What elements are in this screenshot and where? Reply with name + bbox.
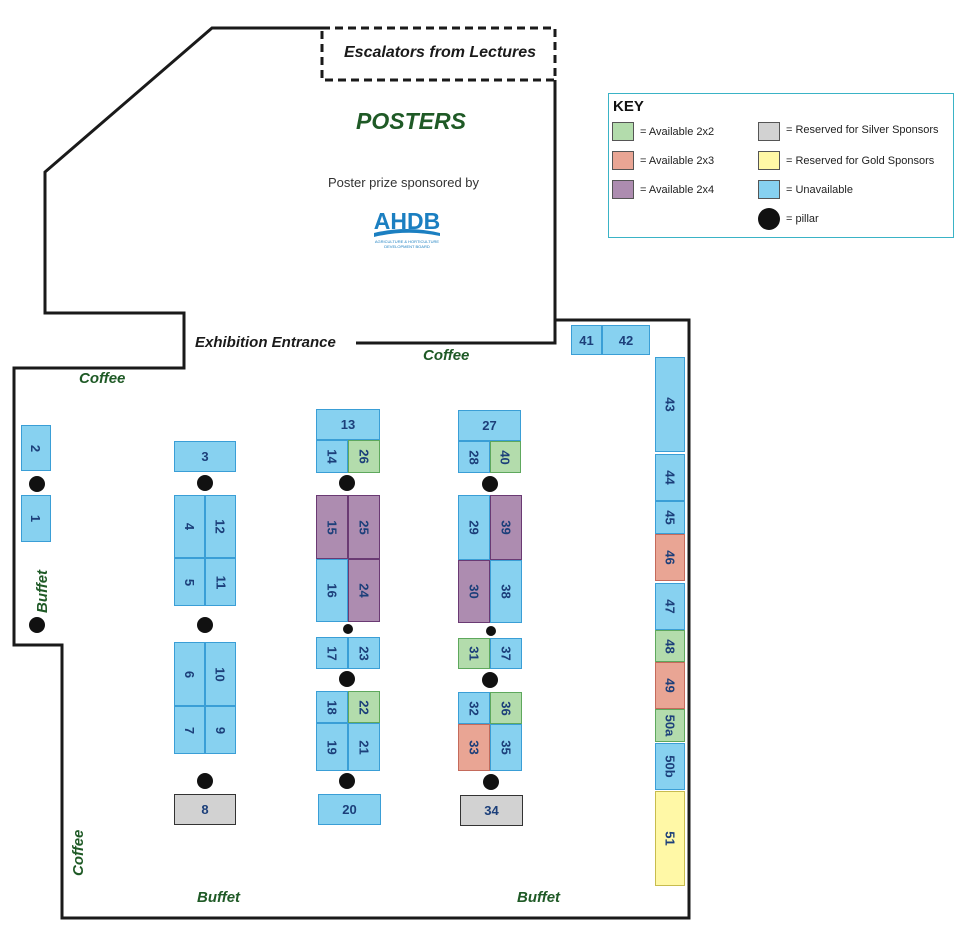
booth-12[interactable]: 12: [205, 495, 236, 558]
booth-19[interactable]: 19: [316, 723, 348, 771]
svg-text:AGRICULTURE & HORTICULTURE: AGRICULTURE & HORTICULTURE: [375, 239, 440, 244]
booth-44[interactable]: 44: [655, 454, 685, 501]
booth-20[interactable]: 20: [318, 794, 381, 825]
poster-room-wall: [356, 80, 557, 345]
booth-50a[interactable]: 50a: [655, 709, 685, 742]
booth-8[interactable]: 8: [174, 794, 236, 825]
booth-21[interactable]: 21: [348, 723, 380, 771]
booth-36[interactable]: 36: [490, 692, 522, 724]
key-swatch-available-2x2: [612, 122, 634, 141]
key-title: KEY: [613, 98, 644, 115]
booth-23[interactable]: 23: [348, 637, 380, 669]
key-label-silver: = Reserved for Silver Sponsors: [786, 124, 939, 136]
booth-15[interactable]: 15: [316, 495, 348, 559]
booth-37[interactable]: 37: [490, 638, 522, 669]
pillar: [482, 476, 498, 492]
booth-18[interactable]: 18: [316, 691, 348, 723]
booth-35[interactable]: 35: [490, 724, 522, 771]
booth-48[interactable]: 48: [655, 630, 685, 662]
booth-33[interactable]: 33: [458, 724, 490, 771]
key-swatch-unavailable: [758, 180, 780, 199]
booth-1[interactable]: 1: [21, 495, 51, 542]
booth-13[interactable]: 13: [316, 409, 380, 440]
booth-24[interactable]: 24: [348, 559, 380, 622]
pillar: [197, 773, 213, 789]
booth-17[interactable]: 17: [316, 637, 348, 669]
key-label-available-2x3: = Available 2x3: [640, 155, 715, 167]
pillar: [197, 475, 213, 491]
key-label-available-2x4: = Available 2x4: [640, 184, 715, 196]
booth-46[interactable]: 46: [655, 534, 685, 581]
booth-42[interactable]: 42: [602, 325, 650, 355]
booth-7[interactable]: 7: [174, 706, 205, 754]
booth-10[interactable]: 10: [205, 642, 236, 706]
booth-26[interactable]: 26: [348, 440, 380, 473]
booth-6[interactable]: 6: [174, 642, 205, 706]
svg-text:DEVELOPMENT BOARD: DEVELOPMENT BOARD: [384, 244, 430, 249]
pillar: [343, 624, 353, 634]
buffet-label-bottom-right: Buffet: [517, 889, 561, 906]
booth-16[interactable]: 16: [316, 559, 348, 622]
pillar: [339, 773, 355, 789]
key-swatch-gold: [758, 151, 780, 170]
booth-2[interactable]: 2: [21, 425, 51, 471]
pillar: [339, 671, 355, 687]
booth-29[interactable]: 29: [458, 495, 490, 560]
exhibition-entrance-label: Exhibition Entrance: [195, 334, 336, 351]
booth-27[interactable]: 27: [458, 410, 521, 441]
booth-14[interactable]: 14: [316, 440, 348, 473]
pillar: [197, 617, 213, 633]
booth-47[interactable]: 47: [655, 583, 685, 630]
booth-38[interactable]: 38: [490, 560, 522, 623]
coffee-label-top-mid: Coffee: [423, 347, 470, 364]
buffet-label-left: Buffet: [34, 569, 51, 613]
booth-25[interactable]: 25: [348, 495, 380, 559]
coffee-label-top-left: Coffee: [79, 370, 126, 387]
escalators-label: Escalators from Lectures: [344, 44, 537, 61]
booth-50b[interactable]: 50b: [655, 743, 685, 790]
booth-49[interactable]: 49: [655, 662, 685, 709]
booth-30[interactable]: 30: [458, 560, 490, 623]
pillar: [29, 617, 45, 633]
booth-43[interactable]: 43: [655, 357, 685, 452]
key-swatch-available-2x4: [612, 180, 634, 199]
posters-title: POSTERS: [356, 108, 466, 134]
booth-41[interactable]: 41: [571, 325, 602, 355]
booth-28[interactable]: 28: [458, 441, 490, 473]
booth-9[interactable]: 9: [205, 706, 236, 754]
ahdb-logo: AHDB AGRICULTURE & HORTICULTURE DEVELOPM…: [370, 205, 444, 251]
booth-31[interactable]: 31: [458, 638, 490, 669]
escalator-zone: [320, 26, 557, 82]
pillar: [483, 774, 499, 790]
sponsor-text: Poster prize sponsored by: [328, 175, 480, 190]
key-pillar-icon: [758, 208, 780, 230]
booth-32[interactable]: 32: [458, 692, 490, 724]
booth-39[interactable]: 39: [490, 495, 522, 560]
coffee-label-left-bottom: Coffee: [70, 829, 87, 876]
pillar: [29, 476, 45, 492]
booth-5[interactable]: 5: [174, 558, 205, 606]
pillar: [339, 475, 355, 491]
pillar: [482, 672, 498, 688]
booth-34[interactable]: 34: [460, 795, 523, 826]
key-swatch-available-2x3: [612, 151, 634, 170]
booth-3[interactable]: 3: [174, 441, 236, 472]
booth-4[interactable]: 4: [174, 495, 205, 558]
key-label-pillar: = pillar: [786, 213, 819, 225]
booth-40[interactable]: 40: [490, 441, 521, 473]
key-swatch-silver: [758, 122, 780, 141]
pillar: [486, 626, 496, 636]
key-label-available-2x2: = Available 2x2: [640, 126, 715, 138]
buffet-label-bottom-left: Buffet: [197, 889, 241, 906]
key-label-gold: = Reserved for Gold Sponsors: [786, 155, 935, 167]
booth-51[interactable]: 51: [655, 791, 685, 886]
booth-22[interactable]: 22: [348, 691, 380, 723]
key-label-unavailable: = Unavailable: [786, 184, 853, 196]
booth-45[interactable]: 45: [655, 501, 685, 534]
booth-11[interactable]: 11: [205, 558, 236, 606]
map-key: KEY = Available 2x2 = Available 2x3 = Av…: [608, 93, 954, 238]
outer-wall: [12, 26, 691, 920]
